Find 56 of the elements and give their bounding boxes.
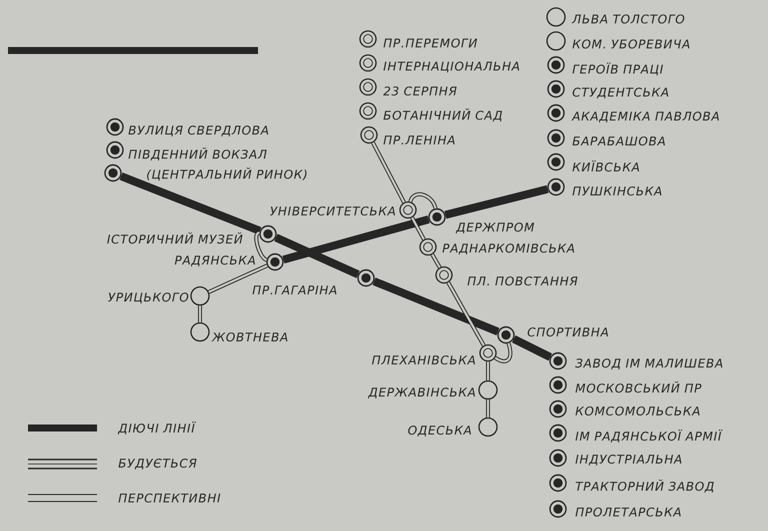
station-label: ПІВДЕННИЙ ВОКЗАЛ <box>128 148 267 161</box>
station-label: АКАДЕМІКА ПАВЛОВА <box>572 112 719 122</box>
station-label: УРИЦЬКОГО <box>108 292 188 304</box>
station-label: БОТАНІЧНИЙ САД <box>384 108 502 122</box>
station-label: ЖОВТНЕВА <box>212 332 288 342</box>
metro-line <box>372 278 500 336</box>
station-label: ДЕРЖАВІНСЬКА <box>368 388 475 398</box>
transfer-arc <box>254 230 268 262</box>
metro-line <box>446 282 486 346</box>
station-label: ПР.ЛЕНІНА <box>384 136 455 144</box>
station-label: КОМСОМОЛЬСЬКА <box>576 406 700 416</box>
station-label: ГЕРОЇВ ПРАЦІ <box>572 62 663 76</box>
transfer-arc <box>408 192 438 209</box>
station-label: СТУДЕНТСЬКА <box>572 88 668 98</box>
metro-line <box>120 172 262 235</box>
station-label: КИЇВСЬКА <box>572 160 640 172</box>
metro-line <box>486 362 490 380</box>
station-label: ОДЕСЬКА <box>408 426 471 436</box>
metro-line <box>208 264 268 294</box>
station-label: ПУШКІНСЬКА <box>572 186 662 196</box>
station-label: ПРОЛЕТАРСЬКА <box>576 507 681 517</box>
station-label: УНІВЕРСИТЕТСЬКА <box>270 206 395 216</box>
metro-line <box>486 400 490 418</box>
station-label: КОМ. УБОРЕВИЧА <box>572 39 690 49</box>
legend-label: ДІЮЧІ ЛІНІЇ <box>118 422 196 434</box>
metro-line <box>430 254 442 268</box>
station-label: РАДНАРКОМІВСЬКА <box>442 244 574 254</box>
station-label: 23 СЕРПНЯ <box>383 86 457 96</box>
metro-line <box>512 335 552 361</box>
station-label: ВУЛИЦЯ СВЕРДЛОВА <box>128 126 268 136</box>
station-label: ЗАВОД ІМ МАЛИШЕВА <box>575 358 722 370</box>
station-label: ДЕРЖПРОМ <box>456 222 534 234</box>
station-label: ІНТЕРНАЦІОНАЛЬНА <box>384 62 520 72</box>
station-label: ІНДУСТРІАЛЬНА <box>576 454 682 466</box>
metro-line <box>410 216 426 240</box>
station-label: БАРАБАШОВА <box>572 136 665 146</box>
station-label: ПР.ГАГАРІНА <box>252 286 336 294</box>
legend-label: БУДУЄТЬСЯ <box>118 458 196 470</box>
station-label: СПОРТИВНА <box>528 327 608 337</box>
station-label: ПЛ. ПОВСТАННЯ <box>468 276 578 286</box>
station-label: МОСКОВСЬКИЙ ПР <box>576 381 702 393</box>
metro-line <box>274 234 360 278</box>
station-label: ПЛЕХАНІВСЬКА <box>372 355 475 365</box>
station-label: ПР.ПЕРЕМОГИ <box>384 38 478 48</box>
metro-line <box>282 215 430 264</box>
station-label: ІМ РАДЯНСЬКОЇ АРМІЇ <box>576 430 722 442</box>
metro-line <box>371 142 406 204</box>
station-label: ТРАКТОРНИЙ ЗАВОД <box>576 480 714 493</box>
station-label: (ЦЕНТРАЛЬНИЙ РИНОК) <box>147 168 306 181</box>
legend-label: ПЕРСПЕКТИВНІ <box>118 493 220 503</box>
station-label: РАДЯНСЬКА <box>174 256 255 266</box>
metro-line <box>198 306 202 322</box>
station-label: ІСТОРИЧНИЙ МУЗЕЙ <box>107 232 242 244</box>
station-label: ЛЬВА ТОЛСТОГО <box>572 14 684 24</box>
metro-line <box>444 185 549 219</box>
transfer-arc <box>494 342 512 364</box>
